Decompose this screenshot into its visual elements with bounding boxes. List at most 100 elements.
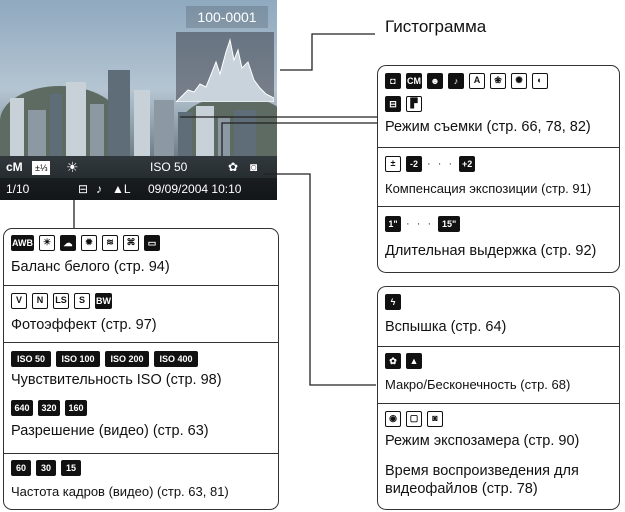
spot-metering-icon: ◙ [427, 411, 443, 427]
building [66, 82, 86, 156]
metering-section: ◉ ▢ ◙ Режим экспозамера (стр. 90) Время … [378, 403, 619, 510]
shutter-1s-icon: 1" [385, 216, 401, 232]
right-bottom-settings-box: ϟ Вспышка (стр. 64) ✿ ▲ Макро/Бесконечно… [377, 286, 620, 510]
iso-resolution-section: ISO 50 ISO 100 ISO 200 ISO 400 Чувствите… [4, 342, 278, 453]
resolution-320-icon: 320 [38, 400, 60, 416]
photo-effect-section: V N LS S BW Фотоэффект (стр. 97) [4, 285, 278, 342]
exposure-comp-icon: ± [385, 156, 401, 172]
plus-2-icon: +2 [459, 156, 475, 172]
frame-rate-section: 60 30 15 Частота кадров (видео) (стр. 63… [4, 453, 278, 510]
bw-icon: BW [95, 293, 112, 309]
portrait-mode-icon: ☻ [427, 73, 443, 89]
night-scene-icon: ♪ [448, 73, 464, 89]
building [234, 110, 256, 156]
auto-mode-icon: ◘ [385, 73, 401, 89]
image-quality-indicator: ▲L [112, 178, 131, 200]
frame-counter: 1/10 [6, 178, 29, 200]
exposure-comp-section: ± -2 · · · +2 Компенсация экспозиции (ст… [378, 147, 619, 206]
building [154, 100, 174, 156]
audio-memo-icon: ♪ [96, 178, 102, 200]
iso-100-icon: ISO 100 [56, 351, 100, 367]
sepia-icon: S [74, 293, 90, 309]
playback-time-label-line2: видеофайлов (стр. 78) [385, 481, 538, 497]
flash-macro-connector [264, 174, 376, 385]
kids-pets-icon: A [469, 73, 485, 89]
right-top-settings-box: ◘ CM ☻ ♪ A ❀ ✺ ◐ ⊟ ▛ Режим съемки (стр. … [377, 65, 620, 273]
long-shutter-section: 1" · · · 15" Длительная выдержка (стр. 9… [378, 206, 619, 273]
frame-rate-30-icon: 30 [36, 460, 56, 476]
frame-rate-60-icon: 60 [11, 460, 31, 476]
fluorescent-h-icon: ⌘ [123, 235, 139, 251]
info-row-2: 1/10 ⊟ ♪ ▲L 09/09/2004 10:10 [0, 178, 277, 200]
building [90, 104, 104, 156]
shooting-mode-label: Режим съемки (стр. 66, 78, 82) [385, 119, 591, 135]
center-weighted-icon: ▢ [406, 411, 422, 427]
movie-icon: ▛ [406, 96, 422, 112]
infinity-icon: ▲ [406, 353, 422, 369]
iso-indicator: ISO 50 [150, 156, 187, 178]
iso-label: Чувствительность ISO (стр. 98) [11, 372, 222, 388]
building [108, 70, 130, 156]
fireworks-icon: ✺ [511, 73, 527, 89]
macro-icon: ✿ [228, 156, 238, 178]
fluorescent-icon: ≋ [102, 235, 118, 251]
building [28, 110, 46, 156]
building [196, 106, 214, 156]
white-balance-section: AWB ☀ ☁ ✹ ≋ ⌘ ▭ Баланс белого (стр. 94) [4, 229, 278, 284]
building [218, 118, 230, 156]
neutral-icon: N [32, 293, 48, 309]
playback-time-label-line1: Время воспроизведения для [385, 463, 579, 479]
macro-icon: ✿ [385, 353, 401, 369]
range-dots: · · · [406, 218, 433, 230]
info-row-1: ᴄM ±⅓ ☀ ISO 50 ✿ ◙ [0, 156, 277, 178]
sun-icon: ☀ [66, 156, 79, 178]
resolution-640-icon: 640 [11, 400, 33, 416]
resolution-label: Разрешение (видео) (стр. 63) [11, 423, 209, 439]
macro-section: ✿ ▲ Макро/Бесконечность (стр. 68) [378, 346, 619, 403]
building [178, 112, 192, 156]
datetime: 09/09/2004 10:10 [148, 178, 241, 200]
daylight-icon: ☀ [39, 235, 55, 251]
metering-icon: ◙ [250, 156, 257, 178]
building [134, 90, 150, 156]
minus-2-icon: -2 [406, 156, 422, 172]
range-dots: · · · [427, 158, 454, 170]
histogram-connector [280, 34, 375, 70]
shooting-mode-indicator: ᴄM [6, 156, 23, 178]
indoor-icon: ❀ [490, 73, 506, 89]
flash-section: ϟ Вспышка (стр. 64) [378, 287, 619, 345]
exposure-comp-label: Компенсация экспозиции (стр. 91) [385, 181, 591, 196]
cloudy-icon: ☁ [60, 235, 76, 251]
flash-label: Вспышка (стр. 64) [385, 319, 506, 335]
flash-icon: ϟ [385, 294, 401, 310]
left-settings-box: AWB ☀ ☁ ✹ ≋ ⌘ ▭ Баланс белого (стр. 94) … [3, 228, 279, 510]
custom-wb-icon: ▭ [144, 235, 160, 251]
white-balance-label: Баланс белого (стр. 94) [11, 259, 170, 275]
frame-rate-15-icon: 15 [61, 460, 81, 476]
underwater-icon: ◐ [532, 73, 548, 89]
shutter-15s-icon: 15" [438, 216, 460, 232]
evaluative-metering-icon: ◉ [385, 411, 401, 427]
manual-mode-icon: CM [406, 73, 422, 89]
stitch-assist-icon: ⊟ [385, 96, 401, 112]
resolution-160-icon: 160 [65, 400, 87, 416]
long-shutter-label: Длительная выдержка (стр. 92) [385, 243, 596, 259]
histogram-graph [176, 32, 274, 102]
awb-icon: AWB [11, 235, 34, 251]
metering-label: Режим экспозамера (стр. 90) [385, 433, 579, 449]
frame-number: 100-0001 [186, 6, 268, 28]
frame-rate-label: Частота кадров (видео) (стр. 63, 81) [11, 484, 229, 499]
vivid-icon: V [11, 293, 27, 309]
shooting-mode-section: ◘ CM ☻ ♪ A ❀ ✺ ◐ ⊟ ▛ Режим съемки (стр. … [378, 66, 619, 146]
iso-400-icon: ISO 400 [154, 351, 198, 367]
low-sharpening-icon: LS [53, 293, 69, 309]
flash-setting-icon: ⊟ [78, 178, 88, 200]
photo-effect-label: Фотоэффект (стр. 97) [11, 317, 157, 333]
exposure-comp-indicator: ±⅓ [32, 161, 50, 175]
building [50, 94, 62, 156]
camera-lcd-screen: 100-0001 ᴄM ±⅓ ☀ ISO 50 ✿ ◙ 1/10 ⊟ ♪ ▲L … [0, 0, 277, 200]
macro-label: Макро/Бесконечность (стр. 68) [385, 377, 570, 392]
building [10, 98, 24, 156]
iso-200-icon: ISO 200 [105, 351, 149, 367]
tungsten-icon: ✹ [81, 235, 97, 251]
